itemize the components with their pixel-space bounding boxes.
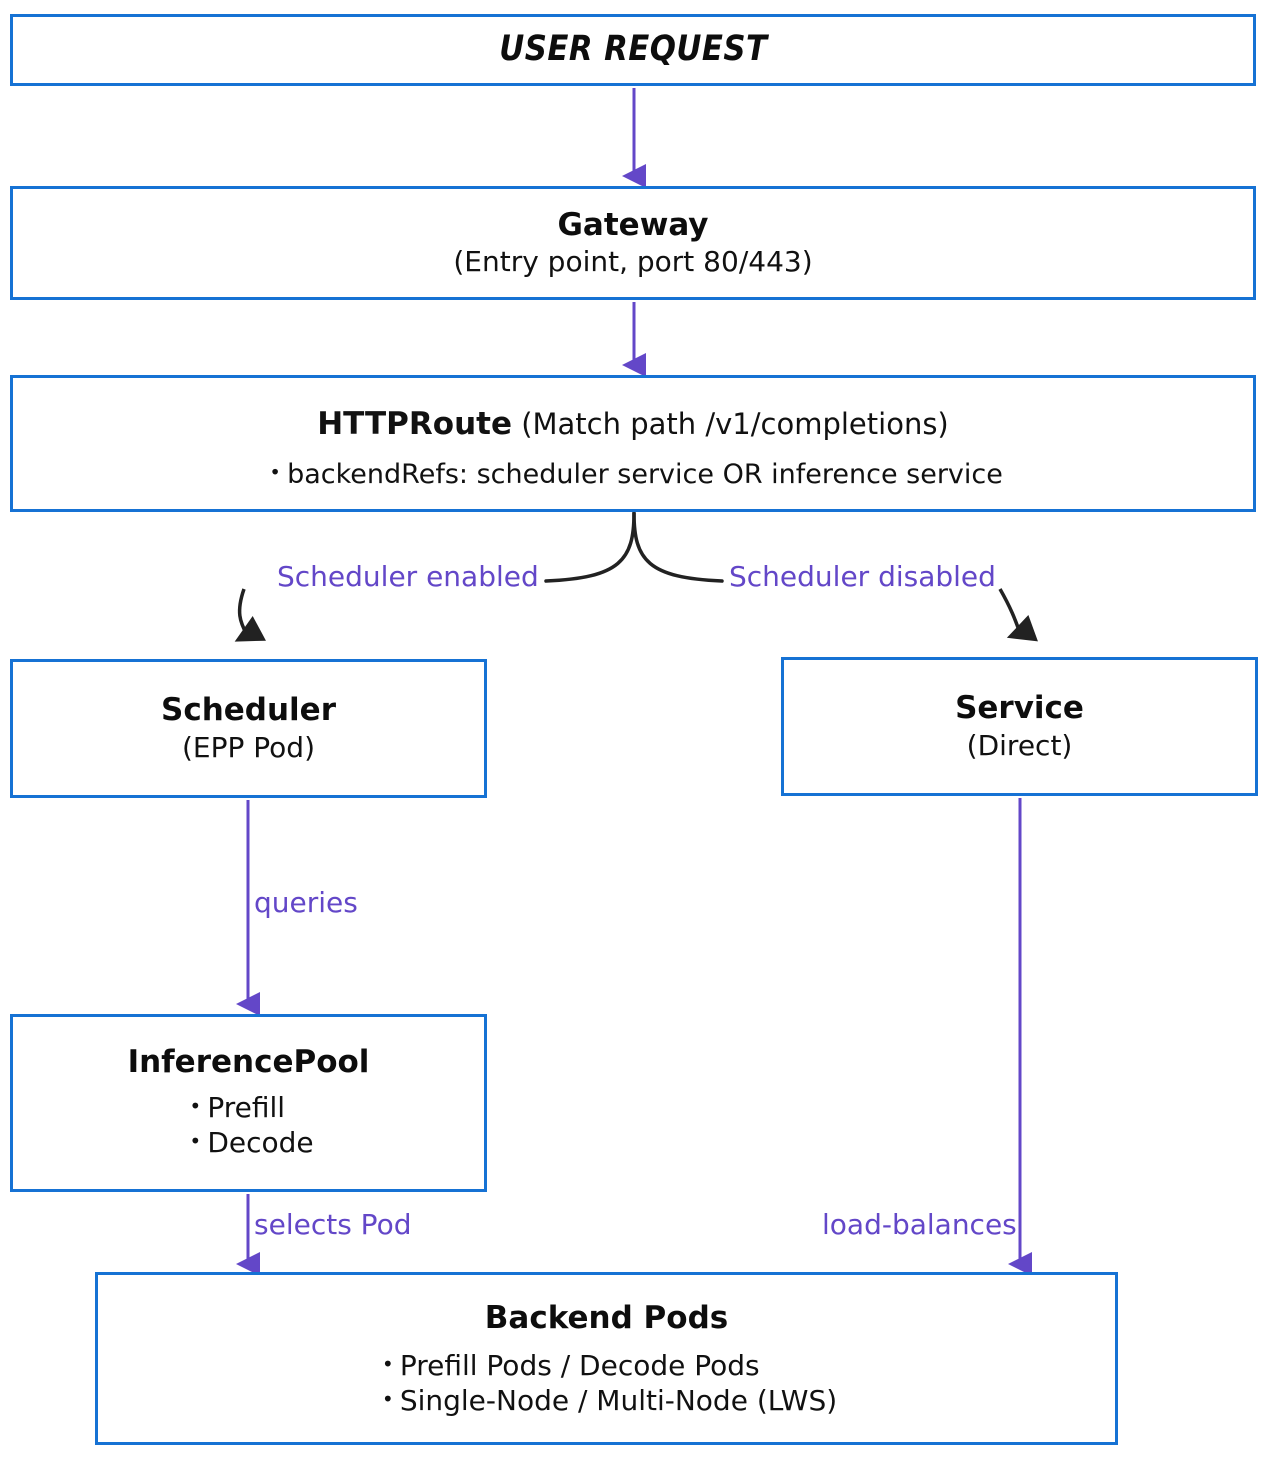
edge-label-scheduler-disabled: Scheduler disabled [729, 560, 996, 593]
edge-branch-right-arrow [998, 588, 1038, 642]
edge-label-queries: queries [254, 886, 358, 919]
node-gateway[interactable]: Gateway (Entry point, port 80/443) [10, 186, 1256, 300]
edge-label-scheduler-enabled: Scheduler enabled [277, 560, 539, 593]
node-service-subtitle: (Direct) [966, 729, 1073, 763]
node-inferencepool-title: InferencePool [127, 1044, 370, 1080]
node-user-request-title: USER REQUEST [498, 29, 768, 70]
node-httproute-bullets: backendRefs: scheduler service OR infere… [263, 458, 1003, 492]
list-item: Decode [183, 1125, 313, 1160]
list-item: Prefill [183, 1090, 313, 1125]
node-httproute-title: HTTPRoute [317, 406, 512, 442]
list-item: Single-Node / Multi-Node (LWS) [376, 1383, 837, 1418]
node-scheduler-subtitle: (EPP Pod) [182, 731, 315, 765]
edge-branch-right [632, 511, 724, 583]
node-httproute-subtitle: (Match path /v1/completions) [521, 407, 949, 441]
node-inferencepool[interactable]: InferencePool Prefill Decode [10, 1014, 487, 1192]
node-httproute-headline: HTTPRoute (Match path /v1/completions) [317, 406, 949, 442]
list-item: Prefill Pods / Decode Pods [376, 1348, 837, 1383]
node-gateway-subtitle: (Entry point, port 80/443) [453, 245, 813, 279]
node-service-title: Service [955, 689, 1084, 726]
node-scheduler[interactable]: Scheduler (EPP Pod) [10, 659, 487, 798]
node-scheduler-title: Scheduler [161, 691, 336, 728]
node-user-request[interactable]: USER REQUEST [10, 14, 1256, 86]
node-backend-pods-title: Backend Pods [484, 1300, 729, 1336]
node-service[interactable]: Service (Direct) [781, 657, 1258, 796]
list-item: backendRefs: scheduler service OR infere… [263, 458, 1003, 492]
edge-branch-left-arrow [234, 588, 266, 642]
node-inferencepool-bullets: Prefill Decode [183, 1090, 313, 1160]
edge-branch-left [544, 511, 636, 583]
edge-label-load-balances: load-balances [822, 1208, 1017, 1241]
edge-label-selects-pod: selects Pod [254, 1208, 412, 1241]
node-backend-pods[interactable]: Backend Pods Prefill Pods / Decode Pods … [95, 1272, 1118, 1445]
node-backend-pods-bullets: Prefill Pods / Decode Pods Single-Node /… [376, 1348, 837, 1418]
node-gateway-title: Gateway [557, 206, 709, 243]
node-httproute[interactable]: HTTPRoute (Match path /v1/completions) b… [10, 375, 1256, 512]
